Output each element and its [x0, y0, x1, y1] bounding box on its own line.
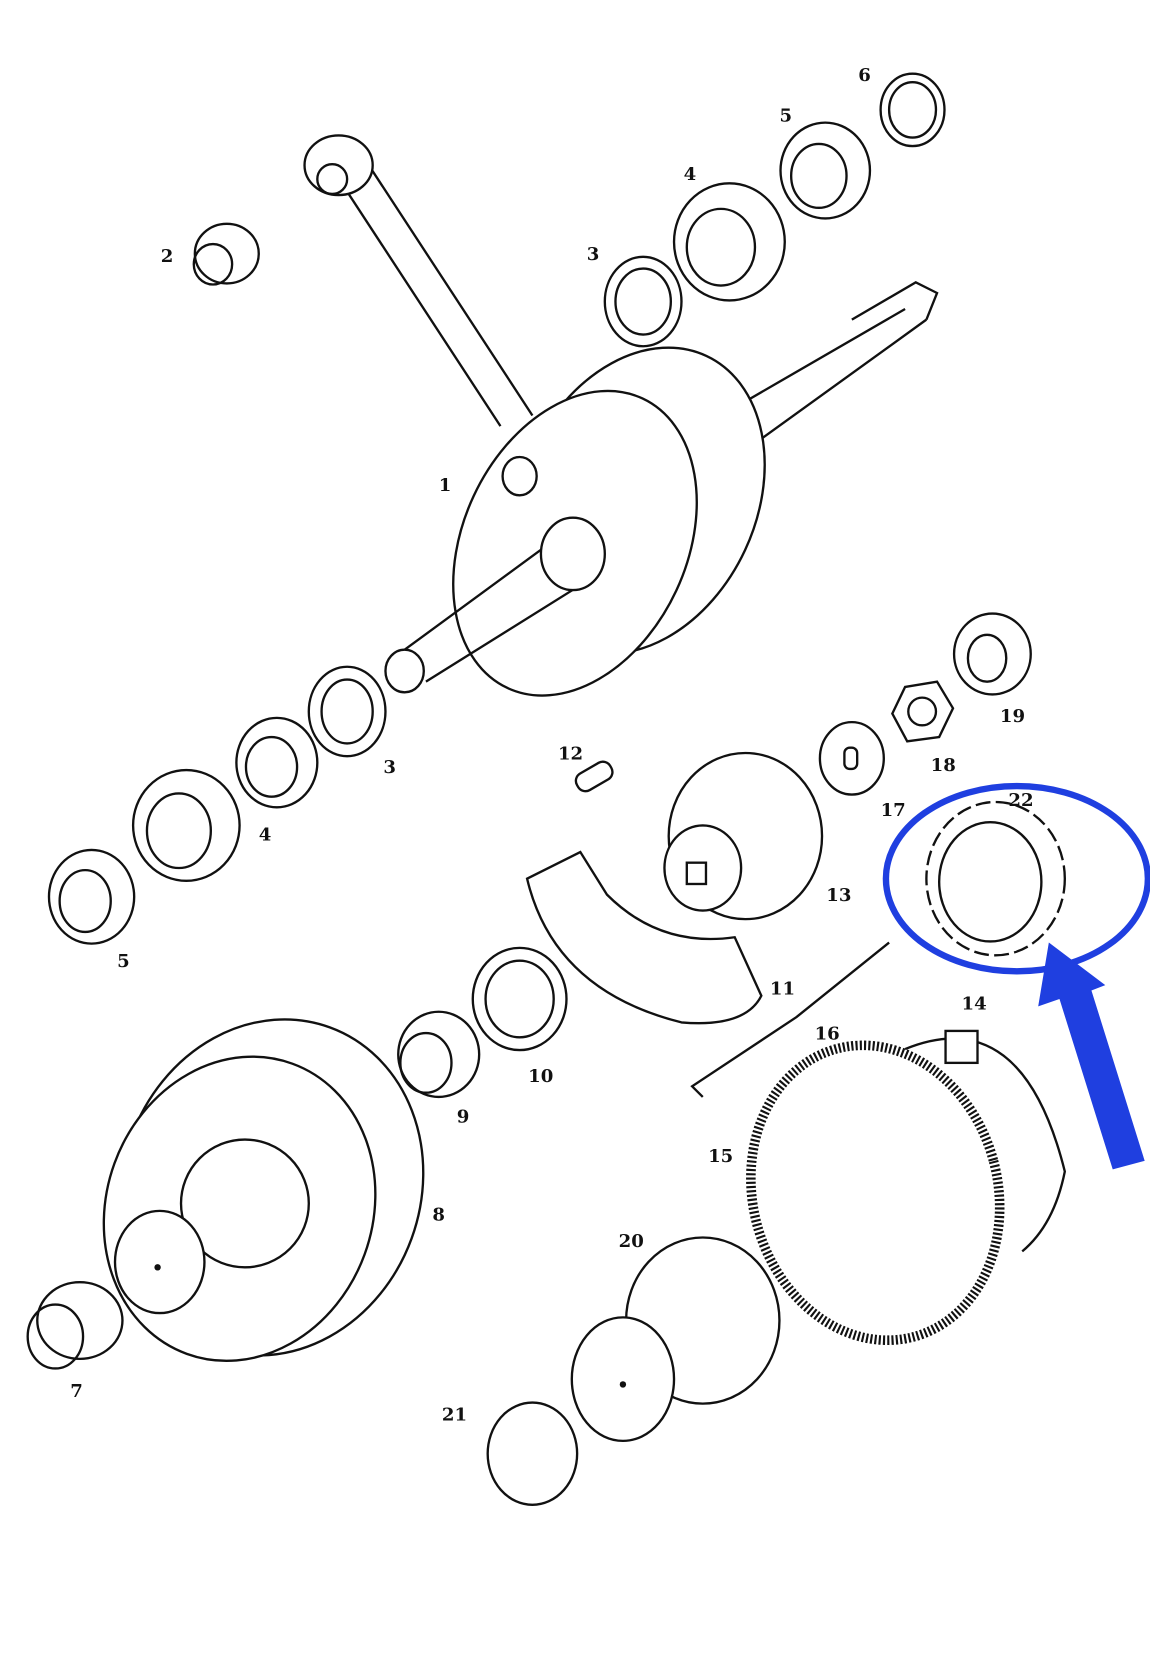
circlip-21 — [486, 1401, 579, 1506]
bearing-19 — [952, 612, 1032, 696]
label-10: 10 — [528, 1066, 553, 1087]
label-19: 19 — [1000, 706, 1025, 727]
label-4-bottom: 4 — [259, 824, 272, 845]
lock-washer-17 — [818, 720, 885, 796]
seal-5-top — [779, 121, 872, 220]
seal-5-bottom-a — [131, 768, 241, 882]
clutch-shoe-11 — [525, 850, 763, 1025]
label-5-top: 5 — [779, 106, 792, 127]
bracket-16 — [690, 941, 890, 1098]
needle-bearing-9 — [397, 1010, 481, 1099]
label-21: 21 — [442, 1405, 467, 1426]
label-9: 9 — [457, 1107, 470, 1128]
label-20: 20 — [619, 1231, 644, 1252]
arrow-pointer — [1038, 942, 1145, 1170]
label-5-bottom: 5 — [117, 951, 130, 972]
label-14: 14 — [962, 994, 987, 1015]
label-2: 2 — [161, 246, 174, 267]
sleeve-7 — [26, 1281, 124, 1370]
tab-washer-22 — [925, 800, 1066, 957]
label-3-bottom: 3 — [383, 757, 396, 778]
label-15: 15 — [708, 1146, 733, 1167]
thrust-washer-10 — [471, 946, 568, 1052]
nut-18 — [891, 680, 955, 743]
washer-3-top — [603, 255, 683, 348]
label-7: 7 — [70, 1381, 83, 1402]
highlight-ellipse — [882, 782, 1150, 975]
clutch-drum-8 — [102, 1018, 425, 1362]
label-6: 6 — [858, 65, 871, 86]
bushing-2 — [192, 222, 260, 286]
label-12: 12 — [558, 743, 583, 764]
label-3-top: 3 — [587, 244, 600, 265]
label-4-top: 4 — [684, 164, 697, 185]
label-16: 16 — [815, 1023, 840, 1044]
label-13: 13 — [826, 885, 851, 906]
label-11: 11 — [770, 979, 795, 1000]
shoe-carrier-13 — [663, 751, 824, 921]
label-22: 22 — [1008, 790, 1033, 811]
pin-12 — [574, 760, 614, 793]
washer-3-bottom — [307, 665, 387, 758]
label-17: 17 — [881, 800, 906, 821]
spring-15 — [746, 1040, 1005, 1346]
clip-14 — [904, 1029, 1067, 1253]
crankshaft — [303, 134, 939, 697]
label-18: 18 — [931, 755, 956, 776]
bearing-4-bottom — [235, 716, 319, 809]
seal-5-bottom — [47, 848, 136, 945]
label-8: 8 — [432, 1204, 445, 1225]
label-1: 1 — [439, 475, 452, 496]
starter-gear-20 — [570, 1236, 781, 1443]
bearing-4-top — [672, 182, 786, 302]
shim-6-top — [879, 72, 946, 148]
